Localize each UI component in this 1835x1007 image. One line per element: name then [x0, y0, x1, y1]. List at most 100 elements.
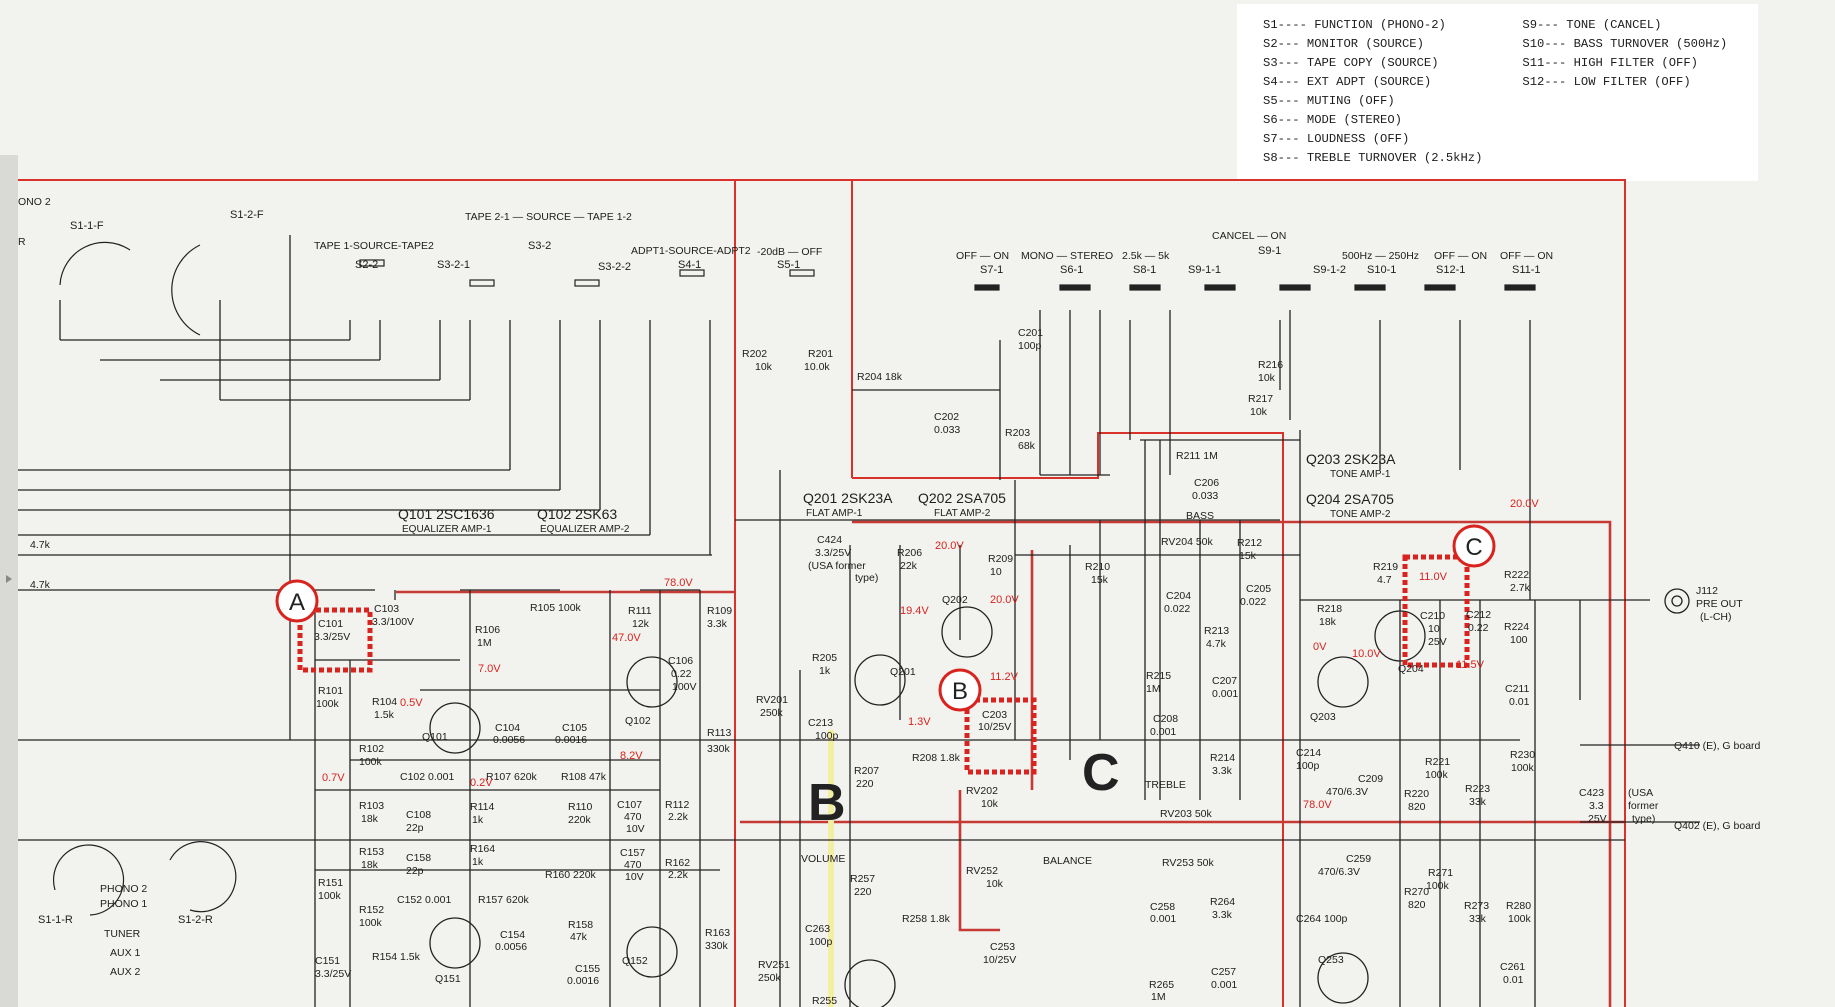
- c201-value: 100p: [1018, 340, 1042, 352]
- c202-value: 0.033: [934, 424, 960, 436]
- q203-short-label: Q203: [1310, 711, 1336, 723]
- q202-role: FLAT AMP-2: [934, 508, 991, 519]
- q102-short-label: Q102: [625, 715, 651, 727]
- voltage-0-7v: 0.7V: [322, 772, 345, 784]
- r110-label: R110: [568, 801, 592, 813]
- r215-value: 1M: [1146, 683, 1161, 695]
- rv252-value: 10k: [986, 878, 1004, 890]
- q202-name: Q202 2SA705: [918, 490, 1006, 506]
- legend-entry-s12: S12--- LOW FILTER (OFF): [1522, 74, 1691, 89]
- r222-value: 2.7k: [1510, 582, 1531, 594]
- muting-label: -20dB — OFF: [757, 246, 822, 258]
- section-letter-b: B: [808, 774, 846, 832]
- r207-label: R207: [854, 765, 879, 777]
- rv202-label: RV202: [966, 785, 998, 797]
- c203-label: C203: [982, 709, 1007, 721]
- voltage-annotations: 78.0V 47.0V 7.0V 0.5V 0.2V 0.7V 8.2V 20.…: [322, 498, 1539, 811]
- voltage-20v-a: 20.0V: [935, 540, 964, 552]
- r202-value: 10k: [755, 361, 773, 373]
- switch-labels: S1-1-F S1-2-F S1-1-R S1-2-R S2-2 S3-2-1 …: [38, 209, 1541, 926]
- c101-label: C101: [318, 618, 343, 630]
- r205-value: 1k: [819, 665, 831, 677]
- voltage-8-2v: 8.2V: [620, 750, 643, 762]
- section-letter-c: C: [1082, 744, 1120, 802]
- c259-label: C259: [1346, 853, 1371, 865]
- q204-role: TONE AMP-2: [1330, 509, 1391, 520]
- r212-value: 15k: [1239, 550, 1257, 562]
- r114-value: 1k: [472, 814, 484, 826]
- s6-1-label: S6-1: [1060, 264, 1083, 276]
- r112-value: 2.2k: [668, 811, 689, 823]
- c158-value: 22p: [406, 865, 424, 877]
- r216-value: 10k: [1258, 372, 1276, 384]
- r104-value: 1.5k: [374, 709, 395, 721]
- legend-entry-s3: S3--- TAPE COPY (SOURCE): [1263, 55, 1439, 70]
- r153-value: 18k: [361, 859, 379, 871]
- r207-value: 220: [856, 778, 874, 790]
- q201-name: Q201 2SK23A: [803, 490, 893, 506]
- c108-label: C108: [406, 809, 431, 821]
- board-outlines: [18, 179, 1626, 1007]
- c104-label: C104: [495, 722, 520, 734]
- bass-turnover-label: 500Hz — 250Hz: [1342, 250, 1419, 262]
- j112-channel: (L-CH): [1700, 611, 1732, 623]
- r162-value: 2.2k: [668, 869, 689, 881]
- c152-label: C152 0.001: [397, 894, 451, 906]
- left-arrow-icon: [6, 575, 12, 583]
- c257-label: C257: [1211, 966, 1236, 978]
- callout-box-a: [297, 607, 373, 673]
- r103-label: R103: [359, 800, 384, 812]
- r106-value: 1M: [477, 637, 492, 649]
- r217-value: 10k: [1250, 406, 1268, 418]
- r223-label: R223: [1465, 783, 1490, 795]
- c151-value: 3.3/25V: [315, 968, 351, 980]
- c106-label: C106: [668, 655, 693, 667]
- c424-note-2: type): [855, 572, 878, 584]
- c103-value: 3.3/100V: [372, 616, 414, 628]
- legend-entry-s5: S5--- MUTING (OFF): [1263, 93, 1395, 108]
- callout-b: B: [938, 668, 982, 712]
- r222-label: R222: [1504, 569, 1529, 581]
- legend-entry-s9: S9--- TONE (CANCEL): [1522, 18, 1662, 32]
- switch-legend: S1---- FUNCTION (PHONO-2) S2--- MONITOR …: [1237, 4, 1758, 181]
- voltage-7v: 7.0V: [478, 663, 501, 675]
- r271-label: R271: [1428, 867, 1453, 879]
- r151-value: 100k: [318, 890, 342, 902]
- c101-value: 3.3/25V: [314, 631, 350, 643]
- voltage-11-5v: 11.5V: [1456, 659, 1485, 671]
- r201-value: 10.0k: [804, 361, 830, 373]
- c154-label: C154: [500, 929, 525, 941]
- s7-1-label: S7-1: [980, 264, 1003, 276]
- legend-entry-s2: S2--- MONITOR (SOURCE): [1263, 36, 1424, 51]
- voltage-11v: 11.0V: [1419, 571, 1448, 583]
- r215-label: R215: [1146, 670, 1171, 682]
- c258-label: C258: [1150, 901, 1175, 913]
- r164-value: 1k: [472, 856, 484, 868]
- r111-label: R111: [628, 605, 652, 617]
- c202-label: C202: [934, 411, 959, 423]
- q410-label: Q410 (E), G board: [1674, 740, 1761, 752]
- c155-value: 0.0016: [567, 975, 599, 987]
- q151-symbol: [429, 917, 481, 969]
- r201-label: R201: [808, 348, 833, 360]
- q204-name: Q204 2SA705: [1306, 491, 1394, 507]
- c259-value: 470/6.3V: [1318, 866, 1360, 878]
- r210-label: R210: [1085, 561, 1110, 573]
- r273-label: R273: [1464, 900, 1489, 912]
- r154-label: R154 1.5k: [372, 951, 421, 963]
- c264-label: C264 100p: [1296, 913, 1348, 925]
- c157-label: C157: [620, 847, 645, 859]
- c207-value: 0.001: [1212, 688, 1238, 700]
- rv252-label: RV252: [966, 865, 998, 877]
- input-phono1: PHONO 1: [100, 898, 147, 910]
- c263-value: 100p: [809, 936, 833, 948]
- r264-value: 3.3k: [1212, 909, 1233, 921]
- s1-1-f-label: S1-1-F: [70, 220, 104, 232]
- r158-value: 47k: [570, 931, 588, 943]
- loudness-label: OFF — ON: [956, 250, 1009, 262]
- r103-value: 18k: [361, 813, 379, 825]
- j112-value: PRE OUT: [1696, 598, 1743, 610]
- callout-c-letter: C: [1465, 534, 1482, 561]
- q201-symbol: [854, 654, 906, 706]
- balance-label: BALANCE: [1043, 855, 1092, 867]
